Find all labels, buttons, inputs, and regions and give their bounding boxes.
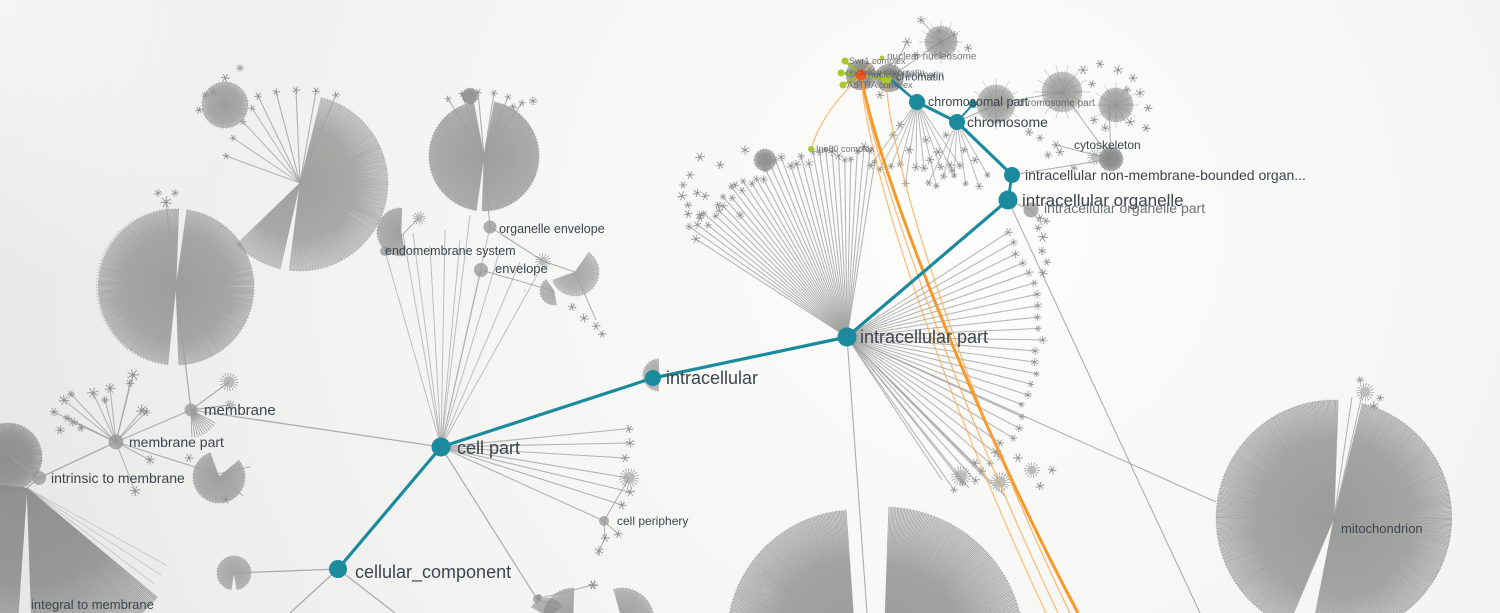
svg-text:cell periphery: cell periphery [617,514,688,528]
svg-text:cytoskeleton: cytoskeleton [1074,138,1141,152]
svg-text:chromosomal part: chromosomal part [928,95,1029,109]
svg-text:intracellular part: intracellular part [860,327,988,347]
svg-text:membrane: membrane [204,402,276,419]
svg-text:Swr1 complex: Swr1 complex [849,56,906,66]
svg-text:intracellular organelle: intracellular organelle [1022,191,1184,210]
svg-text:mitochondrion: mitochondrion [1341,521,1423,536]
svg-text:chromosome part: chromosome part [1017,98,1095,109]
svg-text:cell part: cell part [457,438,520,458]
svg-text:chromatin: chromatin [896,72,944,84]
svg-text:endomembrane system: endomembrane system [385,244,516,258]
svg-text:intracellular organelle part: intracellular organelle part [1044,200,1205,216]
svg-text:cellular_component: cellular_component [355,562,511,583]
svg-text:nuclear nucleosome: nuclear nucleosome [887,52,977,63]
svg-text:nucleolar chromatin: nucleolar chromatin [846,68,925,78]
svg-text:organelle envelope: organelle envelope [499,222,605,236]
svg-text:Ino80 complex: Ino80 complex [816,144,875,154]
svg-text:membrane part: membrane part [129,434,224,450]
svg-text:envelope: envelope [495,261,548,276]
svg-text:intracellular non-membrane-bou: intracellular non-membrane-bounded organ… [1025,167,1306,183]
svg-text:ASTRA complex: ASTRA complex [847,80,913,90]
svg-text:intrinsic to membrane: intrinsic to membrane [51,470,185,486]
svg-text:nuclear chromatin: nuclear chromatin [868,70,944,81]
svg-text:integral to membrane: integral to membrane [31,597,154,612]
svg-text:intracellular: intracellular [666,368,758,388]
svg-text:chromosome: chromosome [967,114,1048,130]
